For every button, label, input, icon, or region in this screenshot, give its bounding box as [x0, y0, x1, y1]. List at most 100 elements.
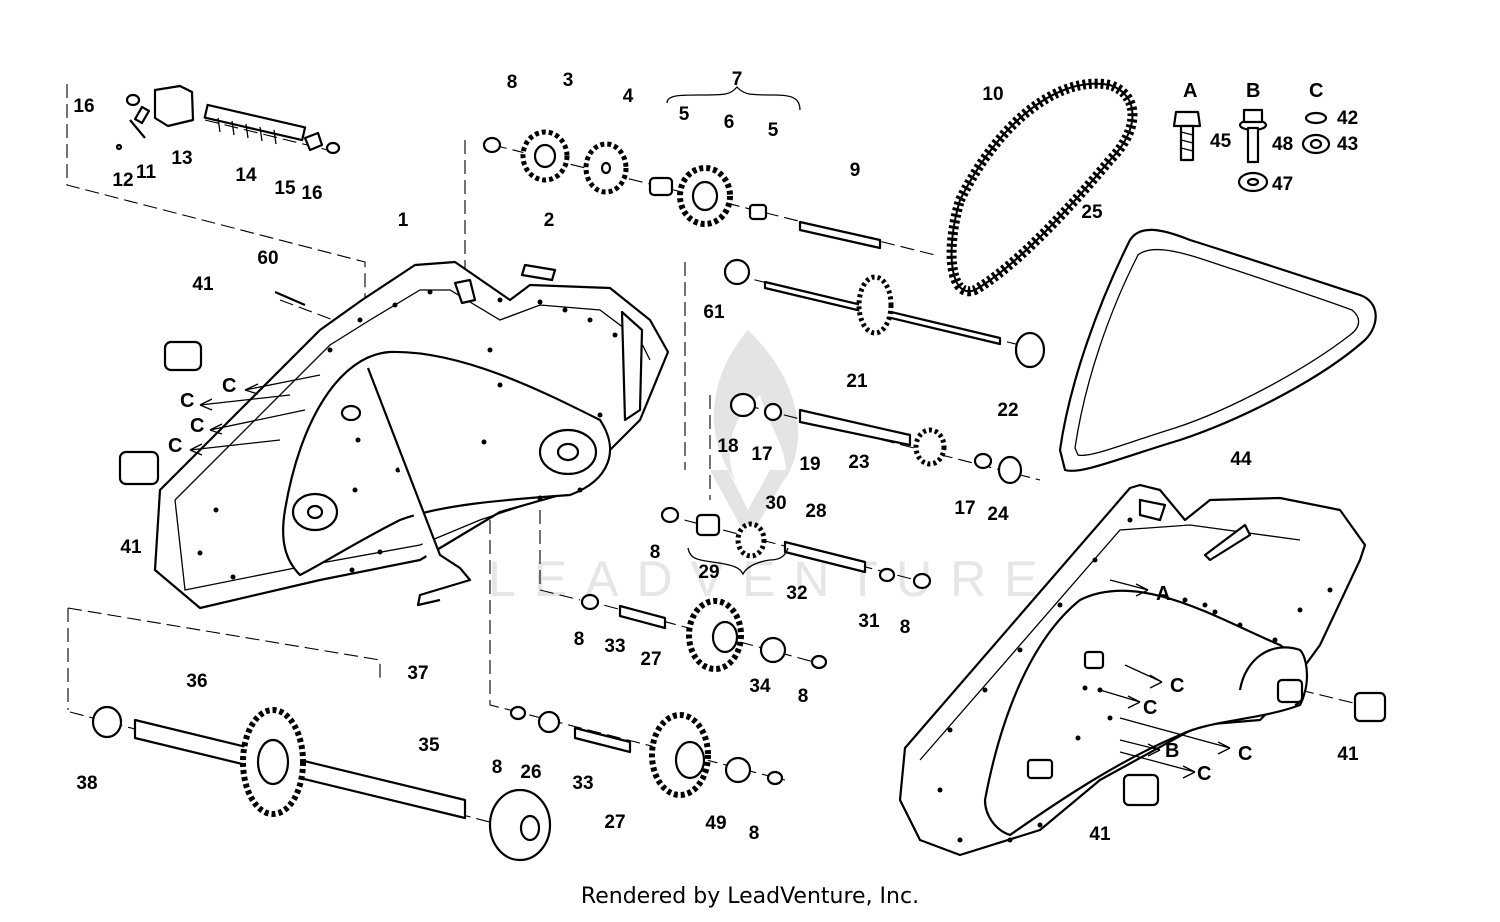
callout-44: 44 — [1230, 449, 1252, 470]
callout-8: 8 — [749, 823, 760, 844]
render-credit: Rendered by LeadVenture, Inc. — [580, 884, 920, 909]
callout-28: 28 — [805, 501, 826, 522]
legend-item-42: 42 — [1337, 108, 1358, 129]
bushings-41 — [118, 340, 1387, 807]
letter-c-label: C — [1170, 675, 1184, 697]
callout-9: 9 — [850, 160, 861, 181]
callout-16: 16 — [73, 96, 94, 117]
callout-60: 60 — [257, 248, 278, 269]
callout-22: 22 — [997, 400, 1018, 421]
callout-37: 37 — [407, 663, 428, 684]
letter-c-label: C — [1143, 697, 1157, 719]
callout-8: 8 — [507, 72, 518, 93]
legend-column-a: A — [1183, 80, 1197, 102]
callout-36: 36 — [186, 671, 207, 692]
gear-27-upper — [580, 593, 828, 672]
letter-c-label: C — [1197, 763, 1211, 785]
callout-41: 41 — [120, 537, 142, 558]
callout-8: 8 — [900, 617, 911, 638]
callout-33: 33 — [572, 773, 593, 794]
shaft-19 — [729, 392, 1023, 485]
assembly-letter-labels: C C C C A C C C B C — [168, 375, 1252, 785]
callout-1: 1 — [398, 210, 409, 231]
callout-8: 8 — [492, 757, 503, 778]
legend-item-45: 45 — [1210, 131, 1232, 152]
group-brace-29 — [687, 547, 789, 576]
upper-gear-4 — [583, 141, 629, 195]
callout-23: 23 — [848, 452, 869, 473]
legend-column-c: C — [1309, 80, 1323, 102]
housing-gasket — [1058, 228, 1377, 472]
callout-8: 8 — [798, 686, 809, 707]
letter-c-label: C — [190, 415, 204, 437]
hardware-flange-bolt-icon — [1237, 108, 1269, 193]
callout-7: 7 — [732, 69, 743, 90]
axle-36 — [91, 705, 552, 862]
callout-5: 5 — [679, 104, 690, 125]
callout-2: 2 — [544, 210, 555, 231]
callout-11: 11 — [136, 162, 157, 183]
callout-19: 19 — [799, 454, 820, 475]
callout-21: 21 — [846, 371, 868, 392]
callout-49: 49 — [705, 813, 726, 834]
callout-41: 41 — [1337, 744, 1359, 765]
callout-35: 35 — [418, 735, 440, 756]
hardware-nut-icon — [1301, 111, 1331, 155]
right-tine-housing — [898, 483, 1367, 857]
legend-item-43: 43 — [1337, 134, 1358, 155]
left-tine-housing — [153, 260, 670, 610]
callout-16: 16 — [301, 183, 322, 204]
letter-c-label: C — [168, 435, 182, 457]
legend-item-47: 47 — [1272, 174, 1293, 195]
letter-b-label: B — [1165, 740, 1179, 762]
small-bolt-part — [274, 263, 557, 307]
callout-32: 32 — [786, 583, 807, 604]
callout-6: 6 — [724, 112, 735, 133]
group-brace-7 — [666, 86, 801, 111]
callout-4: 4 — [623, 86, 634, 107]
letter-c-label: C — [222, 375, 236, 397]
callout-38: 38 — [76, 773, 97, 794]
callout-13: 13 — [171, 148, 192, 169]
letter-a-label: A — [1156, 583, 1170, 605]
letter-c-label: C — [180, 390, 194, 412]
gear-27-lower — [509, 705, 784, 798]
callout-26: 26 — [520, 762, 541, 783]
callout-10: 10 — [982, 84, 1003, 105]
callout-5: 5 — [768, 120, 779, 141]
watermark-flame-icon — [710, 330, 799, 540]
callout-30: 30 — [765, 493, 786, 514]
shaft-9 — [798, 220, 882, 250]
callout-41: 41 — [1089, 824, 1111, 845]
callout-18: 18 — [717, 436, 738, 457]
hardware-legend: A B C 45 48 47 42 43 — [1183, 80, 1358, 195]
upper-sprocket-3 — [482, 129, 570, 183]
drive-chain — [946, 78, 1138, 297]
depth-bar-assembly — [115, 84, 341, 155]
callout-8: 8 — [574, 629, 585, 650]
callout-33: 33 — [604, 636, 625, 657]
callout-31: 31 — [858, 611, 880, 632]
callout-3: 3 — [563, 70, 574, 91]
callout-41: 41 — [192, 274, 214, 295]
shaft-21 — [723, 258, 1046, 369]
legend-column-b: B — [1246, 80, 1260, 102]
hardware-bolt-icon — [1172, 110, 1202, 162]
callout-25: 25 — [1081, 202, 1103, 223]
callout-61: 61 — [703, 302, 725, 323]
gear-set-7 — [648, 165, 768, 227]
callout-29: 29 — [698, 562, 719, 583]
assembly-arrows — [189, 374, 1231, 779]
callout-15: 15 — [274, 178, 296, 199]
gear-set-29 — [660, 506, 932, 590]
callout-24: 24 — [987, 504, 1009, 525]
callout-27: 27 — [604, 812, 625, 833]
legend-item-48: 48 — [1272, 134, 1293, 155]
callout-12: 12 — [112, 170, 133, 191]
callout-27: 27 — [640, 649, 661, 670]
watermark-text: LEADVENTURE — [488, 551, 1056, 607]
callout-14: 14 — [235, 165, 257, 186]
letter-c-label: C — [1238, 743, 1252, 765]
